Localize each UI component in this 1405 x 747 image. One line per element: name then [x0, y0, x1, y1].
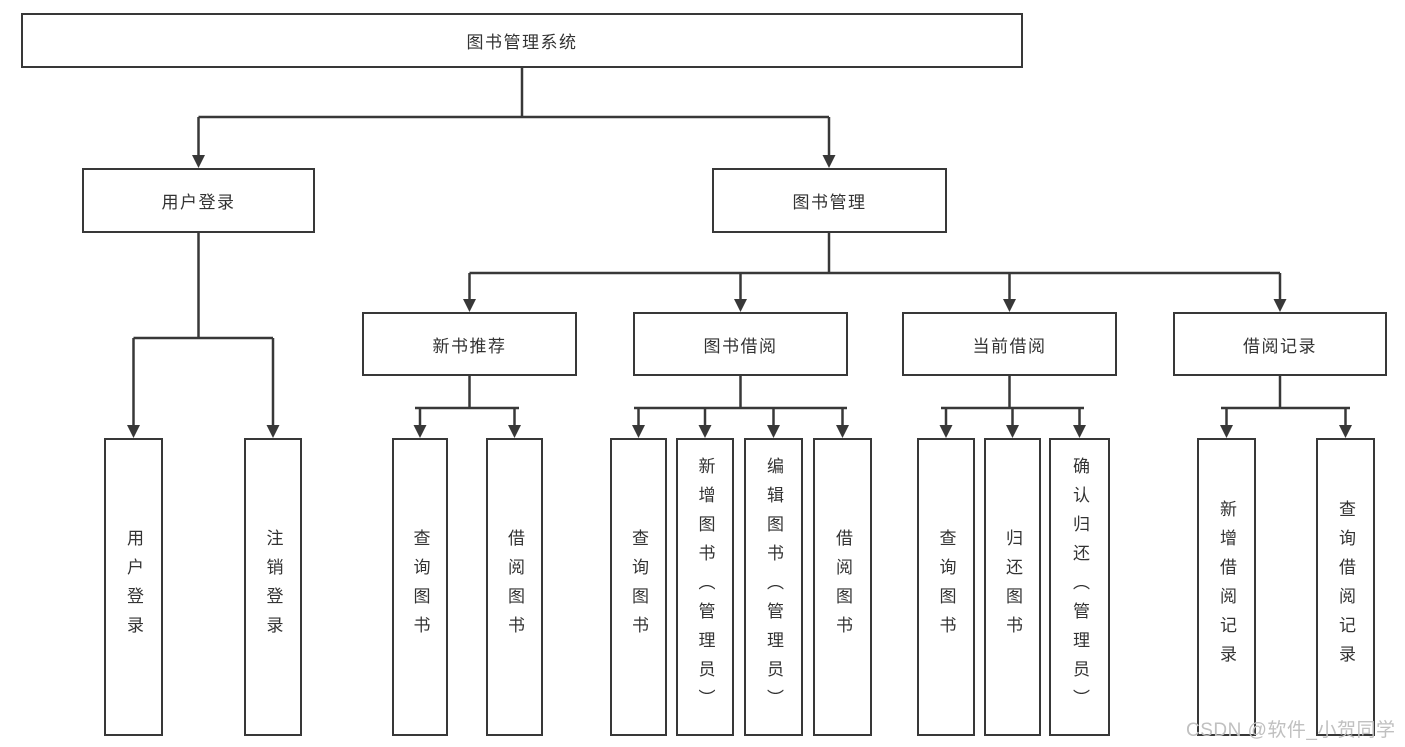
- node-borrowing-records: 借阅记录: [1173, 312, 1387, 376]
- leaf-label: 借阅图书: [505, 529, 524, 645]
- leaf-edit-books-admin: 编辑图书（管理员）: [744, 438, 803, 736]
- node-label: 图书借阅: [703, 336, 778, 356]
- edge-borrowing-to-leaves: [632, 376, 849, 438]
- node-new-book-recommendation: 新书推荐: [362, 312, 577, 376]
- leaf-query-books-current: 查询图书: [917, 438, 975, 736]
- leaf-confirm-return-admin: 确认归还（管理员）: [1049, 438, 1110, 736]
- watermark-text: CSDN @软件_小贺同学: [1186, 720, 1396, 741]
- edge-book-management-to-level3: [463, 233, 1287, 312]
- node-book-borrowing: 图书借阅: [633, 312, 848, 376]
- node-user-login: 用户登录: [82, 168, 315, 233]
- edge-root-to-level2: [192, 68, 836, 168]
- leaf-user-login: 用户登录: [104, 438, 163, 736]
- leaf-label: 查询图书: [629, 529, 648, 645]
- node-label: 图书管理系统: [466, 33, 578, 52]
- leaf-add-books-admin: 新增图书（管理员）: [676, 438, 734, 736]
- node-label: 图书管理: [792, 193, 867, 212]
- leaf-label: 查询图书: [410, 529, 430, 645]
- leaf-borrow-books-recommend: 借阅图书: [486, 438, 543, 736]
- leaf-label: 查询图书: [936, 529, 956, 645]
- edge-user-login-to-leaves: [127, 233, 280, 438]
- leaf-label: 编辑图书（管理员）: [764, 456, 783, 718]
- edge-recommendation-to-leaves: [413, 376, 521, 438]
- leaf-logout: 注销登录: [244, 438, 302, 736]
- leaf-label: 注销登录: [263, 529, 283, 645]
- leaf-query-borrow-record: 查询借阅记录: [1316, 438, 1375, 736]
- leaf-query-books-recommend: 查询图书: [392, 438, 448, 736]
- edge-records-to-leaves: [1220, 376, 1352, 438]
- leaf-label: 借阅图书: [833, 529, 852, 645]
- leaf-label: 新增借阅记录: [1217, 500, 1236, 674]
- leaf-label: 确认归还（管理员）: [1070, 456, 1089, 718]
- node-root-system: 图书管理系统: [21, 13, 1023, 68]
- node-label: 当前借阅: [972, 336, 1047, 356]
- edge-current-to-leaves: [939, 376, 1086, 438]
- leaf-add-borrow-record: 新增借阅记录: [1197, 438, 1256, 736]
- leaf-return-books: 归还图书: [984, 438, 1041, 736]
- node-book-management: 图书管理: [712, 168, 947, 233]
- node-label: 用户登录: [161, 193, 236, 212]
- leaf-label: 归还图书: [1003, 529, 1022, 645]
- leaf-label: 新增图书（管理员）: [695, 456, 715, 718]
- leaf-query-books-borrowing: 查询图书: [610, 438, 667, 736]
- leaf-borrow-books-borrowing: 借阅图书: [813, 438, 872, 736]
- node-label: 新书推荐: [432, 336, 507, 356]
- leaf-label: 查询借阅记录: [1336, 500, 1355, 674]
- node-current-borrowing: 当前借阅: [902, 312, 1117, 376]
- leaf-label: 用户登录: [124, 529, 143, 645]
- node-label: 借阅记录: [1243, 336, 1317, 356]
